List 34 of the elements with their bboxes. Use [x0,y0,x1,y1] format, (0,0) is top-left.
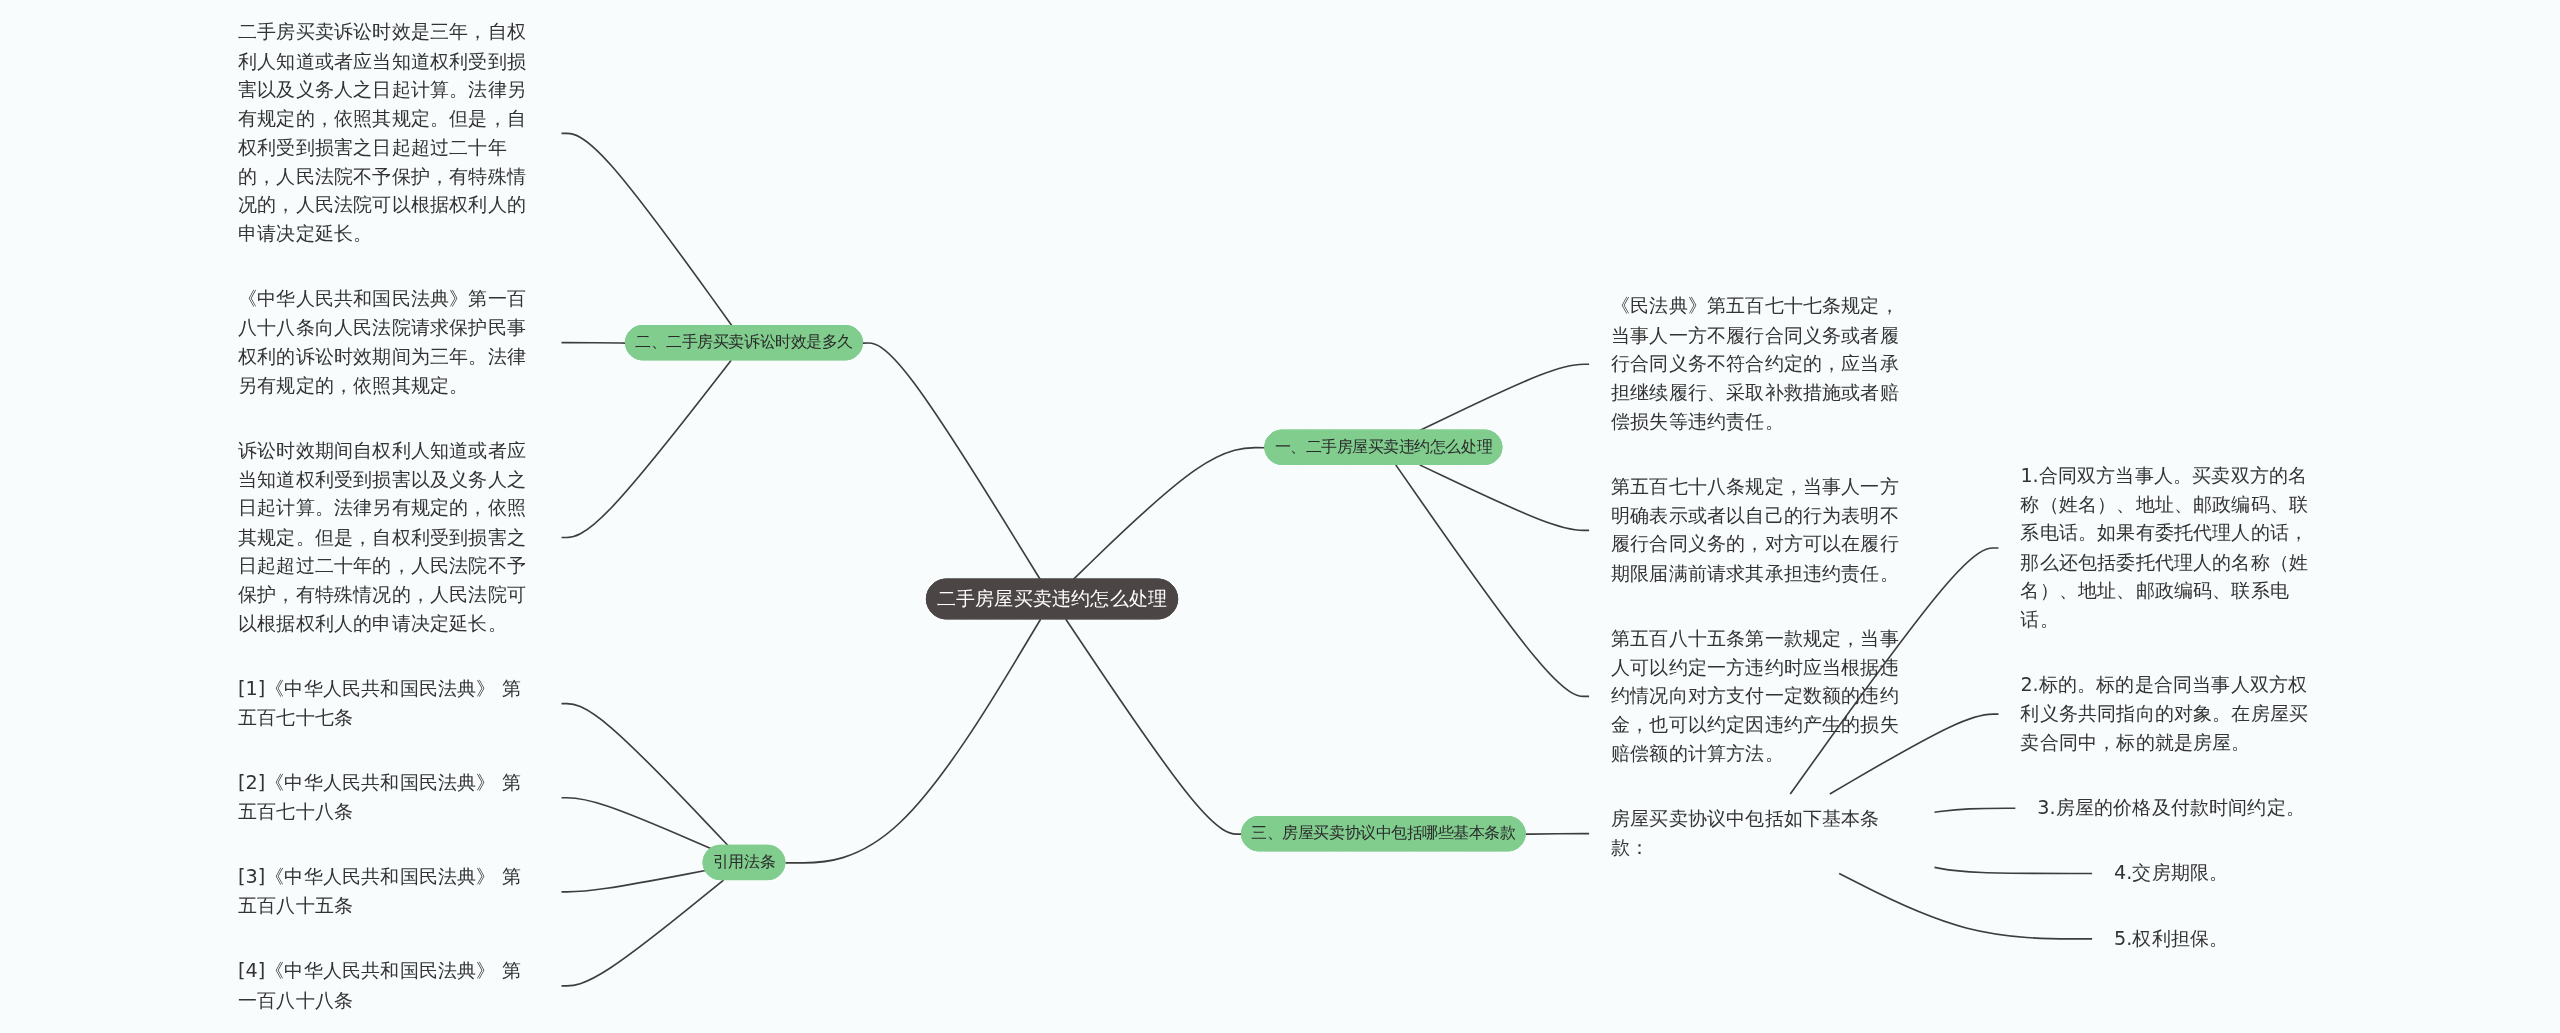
connector [784,618,1042,864]
node-text: 《中华人民共和国民法典》第一百八十八条向人民法院请求保护民事权利的诉讼时效期间为三年。法律另有规定的，依照其规定。 [238,287,526,397]
node-text: 房屋买卖协议中包括如下基本条款： [1611,807,1880,859]
connector [1829,713,2000,795]
connector [1065,618,1243,835]
connector [560,879,725,987]
node-text: 诉讼时效期间自权利人知道或者应当知道权利受到损害以及义务人之日起计算。法律另有规定的，依照其规定。但是，自权利受到损害之日起超过二十年的，人民法院不予保护，有特殊情况的，人民法院可以根据权利人的申请决定延长。 [238,439,526,635]
node-text: 4.交房期限。 [2114,861,2229,884]
connector [560,341,627,344]
connector [560,869,707,893]
connector [1789,547,2000,795]
node-text: [1]《中华人民共和国民法典》 第五百七十七条 [238,677,521,729]
node-text: 第五百七十八条规定，当事人一方明确表示或者以自己的行为表明不履行合同义务的，对方可以在履行期限届满前请求其承担违约责任。 [1611,475,1899,584]
connector [1933,866,2093,875]
node-text: 3.房屋的价格及付款时间约定。 [2037,796,2306,819]
node-text: 5.权利担保。 [2114,927,2229,950]
node-text: 《民法典》第五百七十七条规定，当事人一方不履行合同义务或者履行合同义务不符合约定的，应当承担继续履行、采取补救措施或者赔偿损失等违约责任。 [1611,295,1899,433]
node-text: [2]《中华人民共和国民法典》 第五百七十八条 [238,771,521,823]
connector [1838,872,2093,940]
connector [1418,464,1590,532]
node-text: 2.标的。标的是合同当事人双方权利义务共同指向的对象。在房屋买卖合同中，标的就是房屋。 [2020,673,2309,754]
connector [1933,807,2017,814]
node-text: [3]《中华人民共和国民法典》 第五百八十五条 [238,865,521,917]
node-text: 二手房买卖诉讼时效是三年，自权利人知道或者应当知道权利受到损害以及义务人之日起计算。法律另有规定的，依照其规定。但是，自权利受到损害之日起超过二十年的，人民法院不予保护，有特殊情况的，人民法院可以根据权利人的申请决定延长。 [238,21,526,245]
connector [1394,464,1590,698]
node-text: 1.合同双方当事人。买卖双方的名称（姓名）、地址、邮政编码、联系电话。如果有委托代理人的话，那么还包括委托代理人的名称（姓名）、地址、邮政编码、联系电话。 [2020,464,2309,631]
connector [560,702,730,847]
connector [560,132,733,327]
connector [1524,832,1590,835]
connector [560,359,733,539]
connector [862,342,1042,581]
node-text: 第五百八十五条第一款规定，当事人可以约定一方违约时应当根据违约情况向对方支付一定数额的违约金，也可以约定因违约产生的损失赔偿额的计算方法。 [1611,627,1899,765]
node-text: [4]《中华人民共和国民法典》 第一百八十八条 [238,959,521,1011]
connector [1418,363,1590,432]
